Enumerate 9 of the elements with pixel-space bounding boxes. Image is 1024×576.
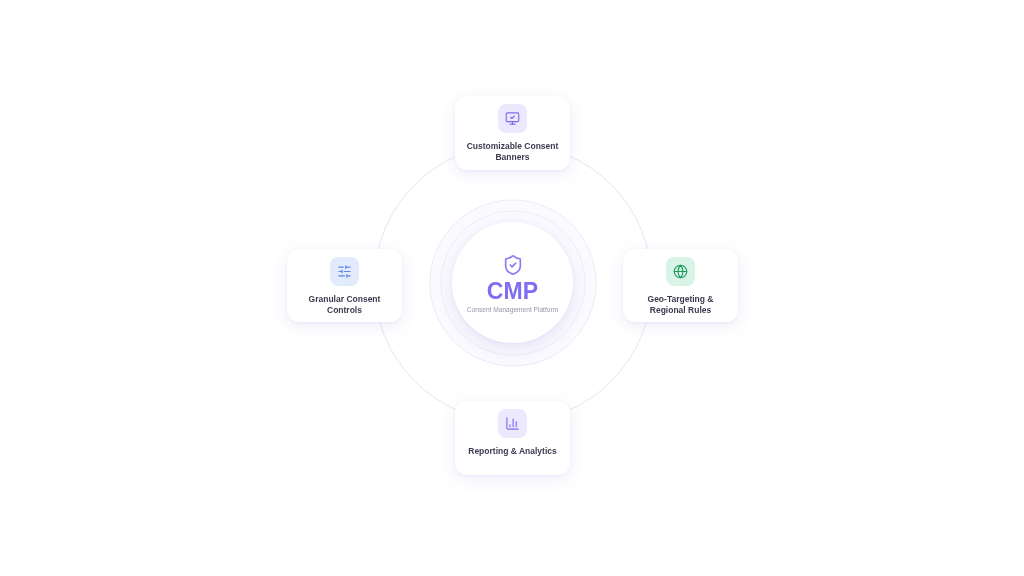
feature-label: Customizable Consent Banners — [465, 141, 560, 163]
feature-card — [455, 401, 570, 475]
feature-card — [455, 96, 570, 170]
feature-label: Geo-Targeting & Regional Rules — [646, 294, 715, 316]
hub-title: CMP — [486, 279, 539, 304]
feature-card — [623, 249, 738, 322]
feature-label: Reporting & Analytics — [468, 446, 557, 457]
feature-label: Granular Consent Controls — [307, 294, 382, 316]
feature-card — [287, 249, 402, 322]
